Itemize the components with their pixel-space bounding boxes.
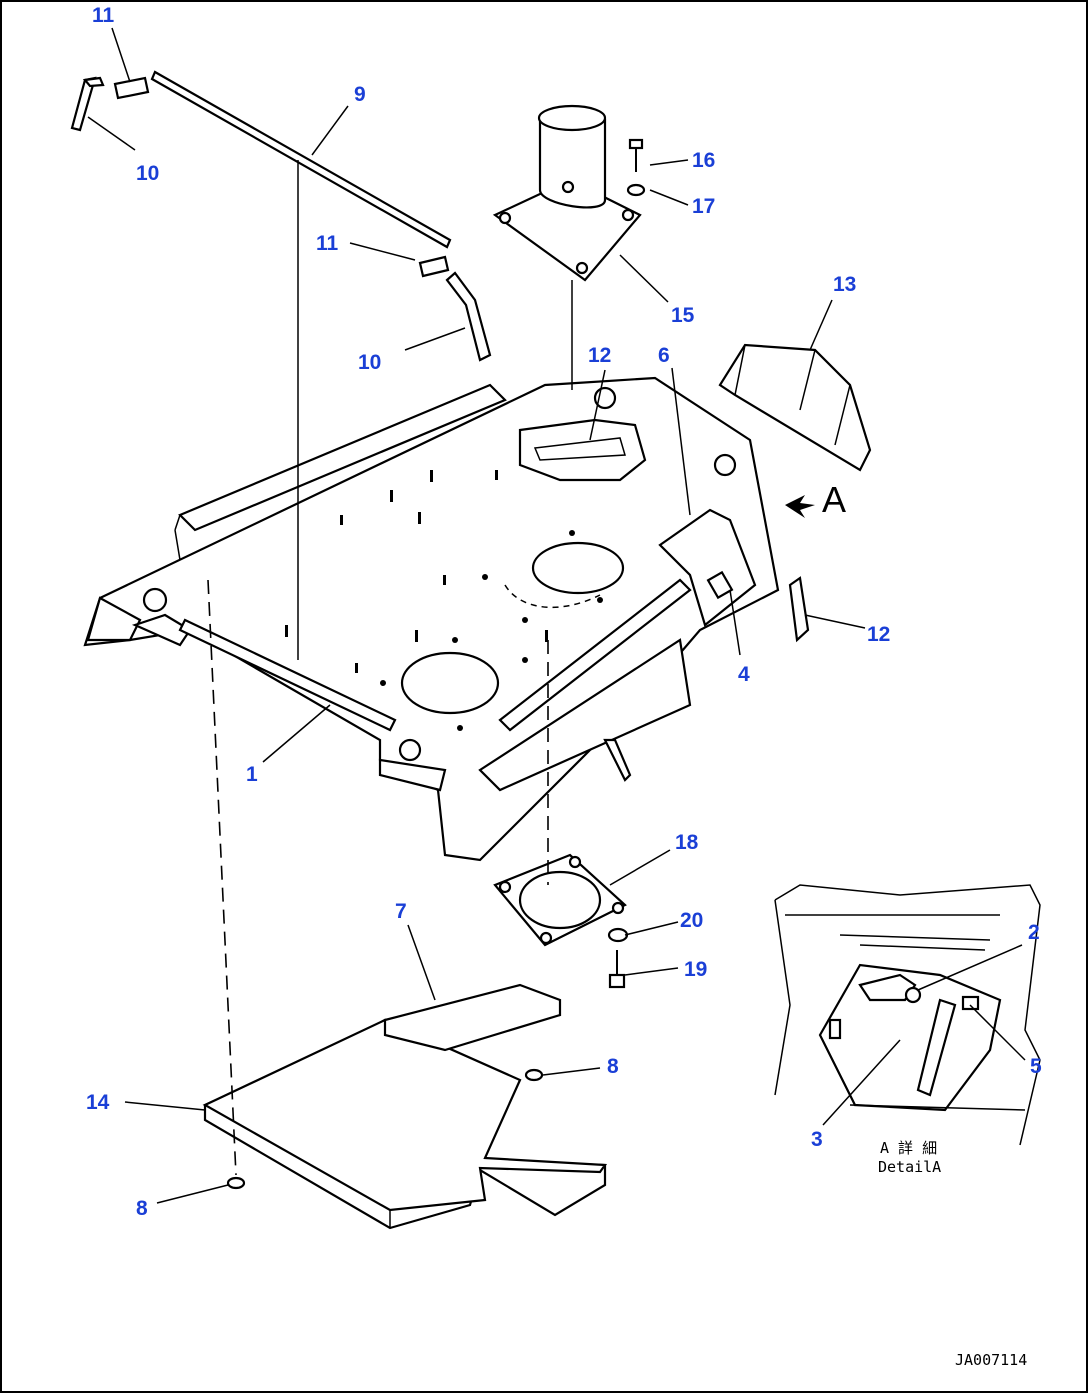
- callout-19: 19: [684, 958, 707, 981]
- leader-lines: [87, 27, 1026, 1204]
- callout-20: 20: [680, 909, 703, 932]
- callout-5: 5: [1030, 1055, 1042, 1078]
- callout-18: 18: [675, 831, 699, 854]
- pad-7: [383, 983, 562, 1052]
- callout-16: 16: [692, 149, 715, 172]
- lever-slot: [518, 418, 647, 482]
- callout-12-top: 12: [588, 344, 611, 367]
- callout-17: 17: [692, 195, 715, 218]
- callout-labels: 11 10 9 11 10 16 17 15 13 12 6 12 4 1 18…: [86, 4, 1042, 1220]
- lower-hole: [400, 651, 500, 715]
- seal-10-b: [445, 271, 492, 362]
- bolt-19-head: [608, 973, 626, 989]
- gasket-18: [493, 853, 629, 989]
- floor-plate-1: [83, 376, 780, 862]
- callout-11-mid: 11: [316, 232, 339, 255]
- callout-4: 4: [738, 663, 750, 686]
- callout-1: 1: [246, 763, 258, 786]
- washer-20: [607, 927, 629, 943]
- callout-11-top: 11: [92, 4, 115, 27]
- seal-9: [150, 70, 452, 249]
- rear-rail: [178, 383, 507, 532]
- drawing-number: JA007114: [955, 1351, 1027, 1369]
- cable-rod: [178, 618, 397, 732]
- callout-14: 14: [86, 1091, 110, 1114]
- callout-9: 9: [354, 83, 366, 106]
- callout-6: 6: [658, 344, 670, 367]
- cover-13: [718, 343, 872, 472]
- callout-10-top: 10: [136, 162, 159, 185]
- callout-2: 2: [1028, 921, 1040, 944]
- assembly-lines: [207, 160, 573, 1176]
- callout-7: 7: [395, 900, 407, 923]
- boot-15: [492, 104, 646, 282]
- boot-tube: [538, 116, 607, 209]
- callout-10-mid: 10: [358, 351, 381, 374]
- grommet-8-b: [226, 1176, 246, 1190]
- seal-11-b: [418, 255, 450, 278]
- kick-panel: [478, 638, 692, 792]
- seal-12-right: [788, 576, 810, 643]
- grommet-8-a: [524, 1068, 544, 1082]
- view-arrow-a: A: [785, 479, 846, 520]
- floor-mat-14: [202, 983, 608, 1230]
- detail-caption-jp: A 詳 細: [880, 1139, 937, 1157]
- callout-3: 3: [811, 1128, 823, 1151]
- view-arrow-letter: A: [822, 479, 846, 520]
- callout-13: 13: [833, 273, 856, 296]
- callout-12-right: 12: [867, 623, 890, 646]
- seal-strips: [70, 70, 492, 362]
- callout-8-left: 8: [136, 1197, 148, 1220]
- callout-8-right: 8: [607, 1055, 619, 1078]
- detail-caption-en: DetailA: [878, 1158, 941, 1176]
- seal-11-a: [113, 76, 150, 100]
- detail-a: [774, 884, 1041, 1146]
- upper-hole: [531, 541, 625, 595]
- callout-15: 15: [671, 304, 695, 327]
